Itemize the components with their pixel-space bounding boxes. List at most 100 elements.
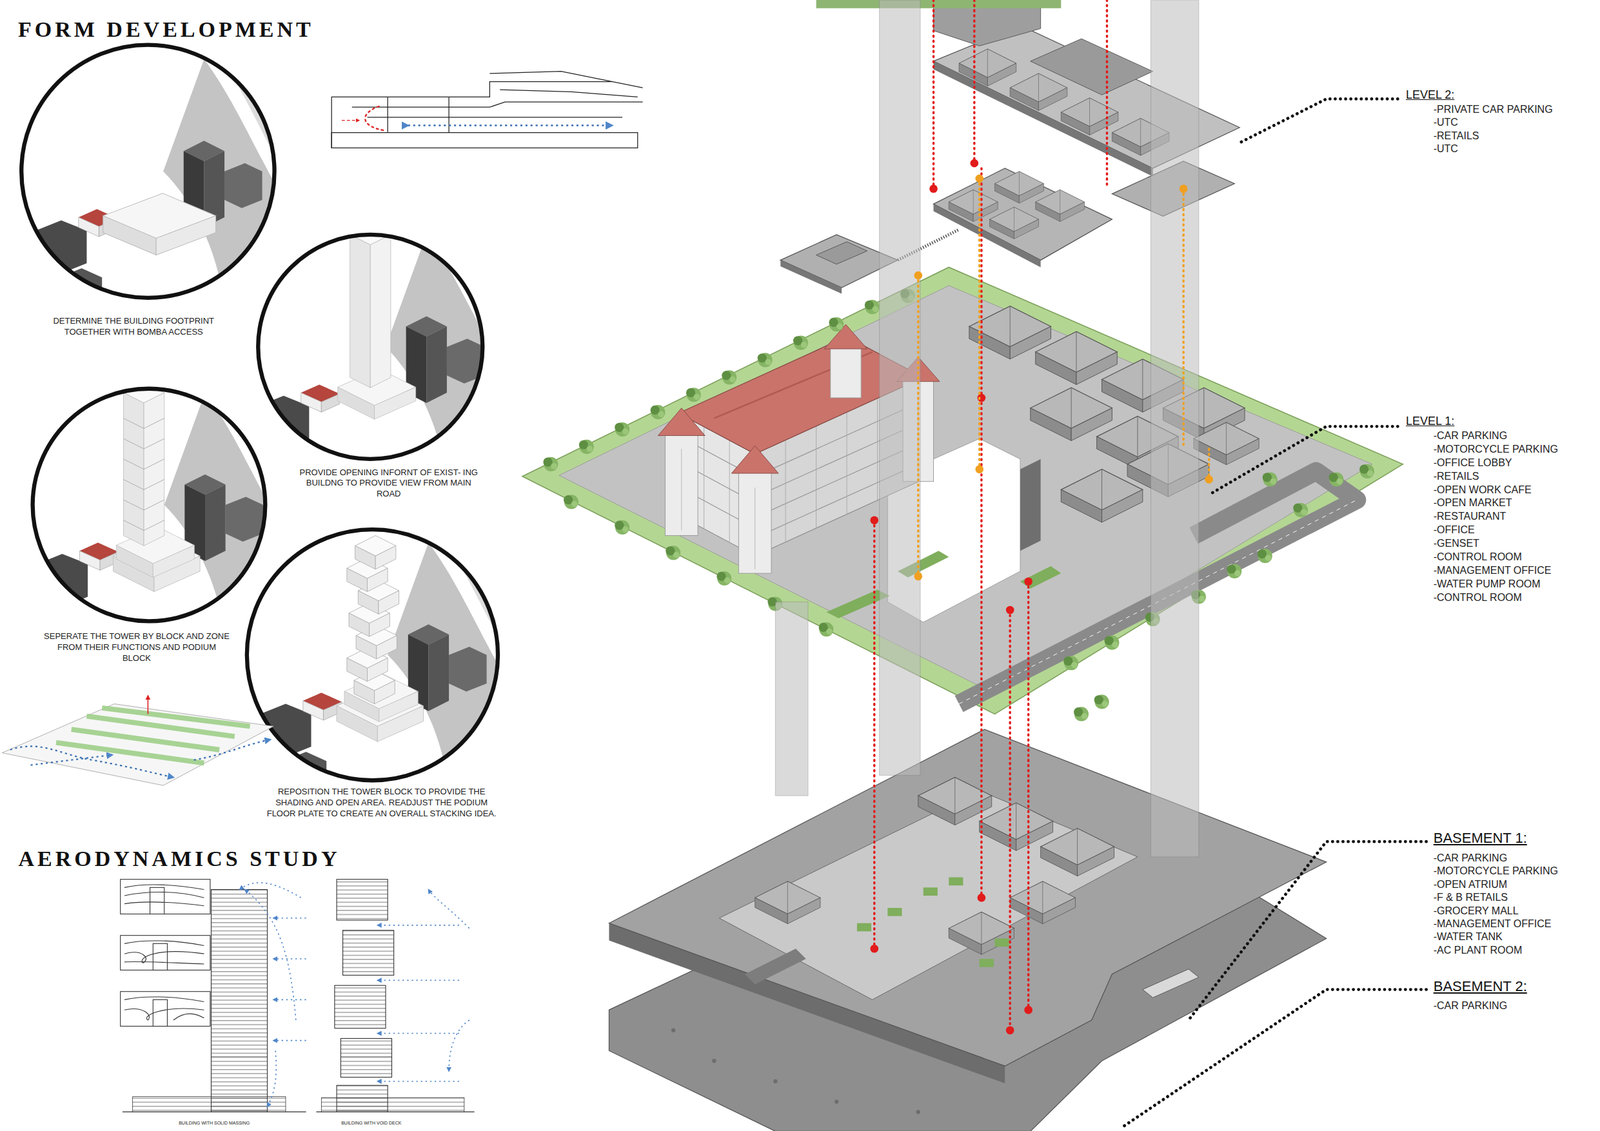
solid-tower [266, 1050, 277, 1107]
basement-2-plate [834, 1099, 839, 1104]
void-deck-tower [343, 930, 395, 976]
circulation-red-dot [869, 159, 1033, 1035]
heritage-building [846, 412, 848, 514]
flow-study [120, 879, 211, 915]
void-deck-tower [377, 924, 460, 927]
level-2-plates [948, 189, 998, 222]
circulation-red [980, 168, 983, 898]
section-sketch [367, 116, 623, 118]
basement-1-plate [1009, 881, 1076, 925]
flow-study [124, 951, 204, 964]
form-caption: DETERMINE THE BUILDING FOOTPRINT TOGETHE… [36, 316, 231, 338]
level-2-plates [1030, 38, 1154, 95]
void-deck-tower [321, 1097, 464, 1112]
massing-circle [227, 203, 524, 490]
flow-study [152, 943, 168, 970]
basement-1-plate [744, 948, 807, 985]
function-item: -RETAILS [1433, 129, 1480, 144]
circulation-red [973, 0, 976, 164]
form-caption: SEPERATE THE TOWER BY BLOCK AND ZONE FRO… [42, 631, 232, 665]
flow-study [124, 961, 204, 965]
site-flow-diagram [194, 739, 271, 761]
basement-1-plate [608, 729, 1326, 1084]
massing-circle [5, 28, 302, 315]
massing-circle [123, 382, 164, 546]
level-2-plates [933, 168, 1113, 260]
void-deck-tower [377, 980, 460, 982]
massing-circle [350, 224, 391, 388]
section-sketch [448, 96, 449, 133]
solid-tower [273, 958, 307, 960]
circulation-red-dot [1024, 1006, 1033, 1015]
circulation-red-dot [1024, 577, 1033, 586]
function-item: -GENSET [1433, 537, 1480, 551]
section-sketch [331, 132, 638, 149]
section-heading: AERODYNAMICS STUDY [18, 844, 340, 874]
solid-tower [239, 882, 307, 1108]
function-item: -AC PLANT ROOM [1433, 944, 1523, 958]
landscape-trees [757, 352, 773, 367]
landscape-trees [828, 317, 844, 332]
level-2-plates [1035, 189, 1085, 222]
basement-2-plate [671, 1028, 921, 1115]
level-1-plate [1020, 566, 1061, 589]
solid-tower [245, 889, 297, 1021]
massing-circle [123, 520, 144, 531]
landscape-trees [543, 288, 1375, 722]
circulation-red [1027, 581, 1030, 1010]
level-heading: BASEMENT 1: [1433, 829, 1528, 849]
section-sketch [341, 119, 360, 121]
circulation-orange [978, 178, 981, 470]
void-deck-tower [377, 1033, 460, 1035]
heritage-turret [681, 448, 682, 531]
basement-1-plate [948, 911, 1014, 955]
function-item: -RETAILS [1433, 470, 1480, 484]
landscape-trees [819, 622, 834, 637]
solid-tower [122, 882, 307, 1112]
study-caption: BUILDING WITH VOID DECK [315, 1120, 428, 1126]
flow-study [124, 940, 204, 947]
circulation-orange-dot [913, 174, 1214, 582]
form-caption: REPOSITION THE TOWER BLOCK TO PROVIDE TH… [261, 786, 502, 820]
level-2-plates [780, 259, 842, 294]
massing-circle [143, 459, 165, 470]
function-item: -CAR PARKING [1433, 851, 1508, 866]
level-heading: LEVEL 1: [1405, 414, 1455, 429]
circulation-orange-dot [975, 174, 984, 184]
heritage-building [815, 426, 817, 528]
void-deck-tower [316, 879, 475, 1113]
basement-1-plate [857, 877, 1010, 968]
heritage-turret [664, 433, 698, 536]
solid-tower [273, 917, 307, 919]
function-item: -GROCERY MALL [1433, 904, 1519, 919]
function-item: -CONTROL ROOM [1433, 550, 1522, 565]
heritage-turret [738, 471, 772, 574]
basement-1-plate [948, 877, 963, 887]
leader-line [1209, 426, 1399, 495]
massing-circle [32, 388, 266, 622]
basement-2-plate [711, 1058, 716, 1063]
tower-core [1150, 0, 1199, 858]
circulation-orange [918, 178, 1210, 577]
landscape-trees [686, 387, 702, 402]
site-flow-diagram [147, 695, 149, 714]
landscape-trees [579, 439, 594, 455]
tower-core [775, 601, 809, 796]
massing-circle [103, 193, 217, 256]
level-heading: LEVEL 2: [1405, 87, 1455, 103]
basement-1-plate [1142, 969, 1199, 998]
circulation-orange-dot [1179, 184, 1188, 193]
landscape-trees [716, 571, 732, 586]
massing-circle [143, 418, 165, 429]
drawing [1, 0, 1426, 1131]
circulation-red-dot [869, 944, 879, 954]
function-item: -CAR PARKING [1433, 429, 1508, 444]
section-sketch [387, 96, 389, 133]
function-item: -OPEN ATRIUM [1433, 878, 1508, 892]
level-2-plates [1060, 98, 1119, 136]
massing-circle [229, 512, 526, 798]
massing-circle [246, 529, 498, 781]
basement-1-plate [719, 790, 1138, 1000]
section-sketch [408, 124, 613, 127]
